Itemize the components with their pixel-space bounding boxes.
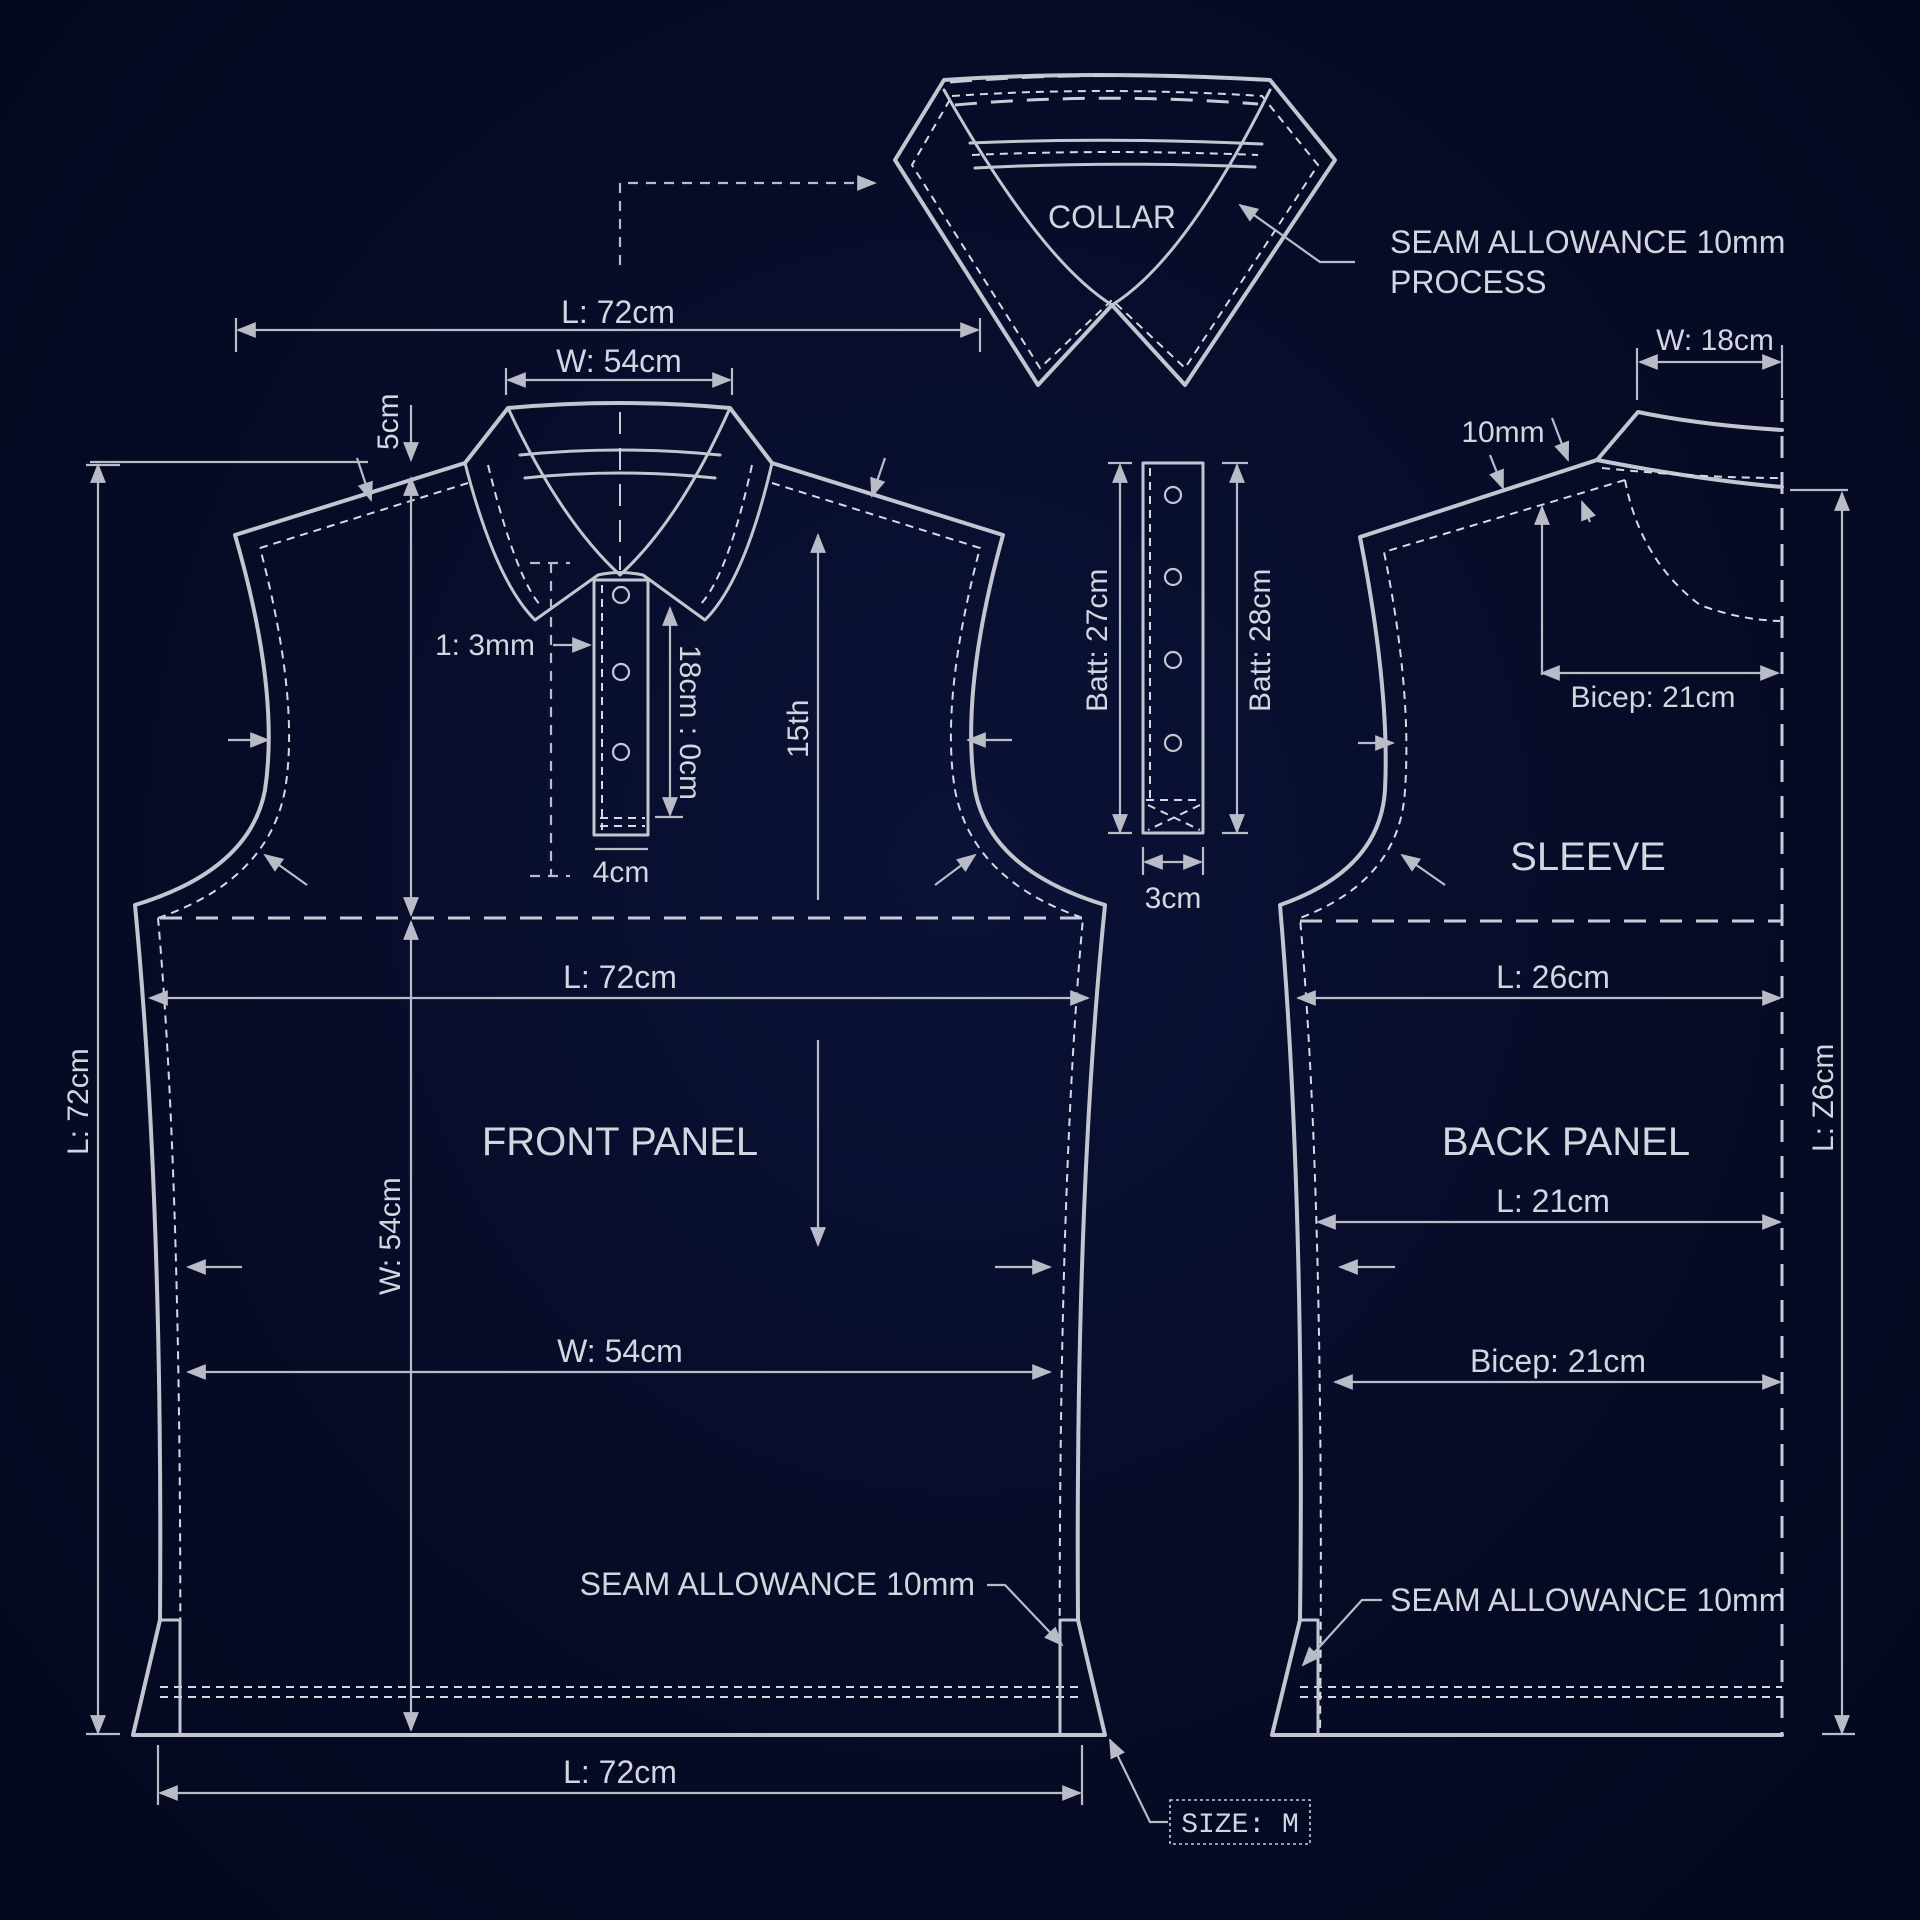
collar-title: COLLAR bbox=[1048, 199, 1176, 235]
placket-piece: Batt: 27cm Batt: 28cm 3cm bbox=[1081, 461, 1277, 915]
back-total-length-label: L: Z6cm bbox=[1807, 1044, 1840, 1152]
front-panel-piece bbox=[131, 401, 1107, 1737]
front-grain-label: 15th bbox=[782, 700, 815, 758]
front-left-length-label: L: 72cm bbox=[62, 1048, 95, 1155]
front-top-length-label: L: 72cm bbox=[561, 294, 675, 330]
back-dimensions: W: 18cm 10mm Bicep: 21cm L: Z6cm SLEEVE … bbox=[1296, 324, 1855, 1736]
placket-left-dim: Batt: 27cm bbox=[1081, 569, 1114, 712]
collar-callout-line1: SEAM ALLOWANCE 10mm bbox=[1390, 224, 1785, 260]
front-chest-length-label: L: 72cm bbox=[563, 959, 677, 995]
collar-piece: COLLAR SEAM ALLOWANCE 10mm PROCESS bbox=[618, 73, 1785, 387]
back-chest-length-label: L: 26cm bbox=[1496, 959, 1610, 995]
back-shoulder-width-label: W: 18cm bbox=[1656, 324, 1774, 357]
back-seam-callout: SEAM ALLOWANCE 10mm bbox=[1390, 1582, 1785, 1618]
size-tag: SIZE: M bbox=[1109, 1738, 1311, 1845]
placket-length-label: 18cm : 0cm bbox=[673, 645, 706, 800]
placket-offset-label: 1: 3mm bbox=[435, 629, 535, 662]
placket-width-label: 4cm bbox=[593, 856, 650, 889]
placket-right-dim: Batt: 28cm bbox=[1244, 569, 1277, 712]
front-shoulder-drop-label: 5cm bbox=[372, 393, 405, 450]
front-waist-width-label: W: 54cm bbox=[557, 1333, 683, 1369]
front-panel-title: FRONT PANEL bbox=[482, 1120, 758, 1164]
back-panel-title: BACK PANEL bbox=[1442, 1120, 1690, 1164]
size-label: SIZE: M bbox=[1181, 1810, 1299, 1841]
front-hem-length-label: L: 72cm bbox=[563, 1754, 677, 1790]
back-panel-piece bbox=[1270, 400, 1784, 1737]
placket-buttonholes bbox=[1163, 485, 1183, 753]
collar-callout-line2: PROCESS bbox=[1390, 264, 1546, 300]
back-seam-label: 10mm bbox=[1461, 416, 1544, 449]
front-neck-width-label: W: 54cm bbox=[556, 343, 682, 379]
back-waist-length-label: L: 21cm bbox=[1496, 1183, 1610, 1219]
sleeve-title: SLEEVE bbox=[1510, 835, 1666, 879]
front-dimensions: L: 72cm W: 54cm 5cm 1: 3mm 18cm : 0cm 4c… bbox=[62, 294, 1090, 1805]
front-seam-callout: SEAM ALLOWANCE 10mm bbox=[580, 1566, 975, 1602]
front-buttonholes bbox=[611, 585, 631, 762]
front-side-height-label: W: 54cm bbox=[374, 1177, 407, 1295]
back-bicep-bottom-label: Bicep: 21cm bbox=[1470, 1343, 1646, 1379]
placket-width-dim: 3cm bbox=[1145, 882, 1202, 915]
back-bicep-top-label: Bicep: 21cm bbox=[1570, 681, 1735, 714]
